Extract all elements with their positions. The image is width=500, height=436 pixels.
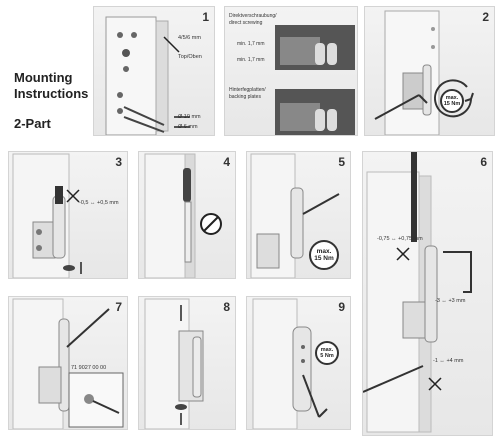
- min-label-1: min. 1,7 mm: [237, 41, 265, 47]
- frame-part-screw-illustration: [250, 153, 340, 278]
- torque-line2: 15 Nm: [314, 255, 334, 262]
- step-number: 4: [223, 155, 230, 169]
- adjust-range-1: -0,75 ↔ +0,75 mm: [377, 236, 423, 242]
- title-line2: Instructions: [14, 86, 89, 101]
- torque-line1: max.: [316, 248, 332, 255]
- panel-step-6: 6 -0,75 ↔ +0,75 mm -3 ↔ +3 mm -1 ↔ +4 mm: [362, 151, 493, 436]
- step-number: 7: [115, 300, 122, 314]
- panel-step-4: 4: [138, 151, 236, 279]
- torque-line2: 15 Nm: [443, 101, 461, 107]
- instructions-title: Mounting Instructions 2-Part: [14, 70, 94, 132]
- dims-label: 4/5/6 mm: [178, 35, 201, 41]
- torque-badge: max. 15 Nm: [440, 89, 464, 113]
- step-number: 8: [223, 300, 230, 314]
- backing-label: Hinterfegplatten/: [229, 87, 266, 93]
- backing-label-en: backing plates: [229, 94, 261, 100]
- height-adjust-illustration: [12, 153, 82, 278]
- torque-line1: max.: [320, 347, 334, 353]
- torque-line1: max.: [445, 95, 459, 101]
- screwing-detail-illustration: [275, 25, 355, 135]
- torque-badge: max. 15 Nm: [309, 240, 339, 270]
- direct-label-en: direct screwing: [229, 20, 263, 26]
- title-subtitle: 2-Part: [14, 116, 51, 131]
- step-number: 2: [482, 10, 489, 24]
- panel-step-3: 3 -0,5 ↔ +0,5 mm: [8, 151, 128, 279]
- step-number: 9: [338, 300, 345, 314]
- panel-step-2: 2 max. 15 Nm: [364, 6, 495, 136]
- pin-insert-illustration: [144, 153, 222, 278]
- panel-step-5: 5 max. 15 Nm: [246, 151, 351, 279]
- step-number: 6: [480, 155, 487, 169]
- part-number-label: 71 9027 00 00: [71, 365, 107, 371]
- d6-label: Ø 6 mm: [178, 124, 198, 130]
- panel-step-8: 8: [138, 296, 236, 430]
- sash-adjust-illustration: [363, 152, 472, 433]
- hinge-pin-cap-illustration: [144, 298, 204, 429]
- top-label: Top/Oben: [178, 54, 202, 60]
- panel-step-9: 9 max. 5 Nm: [246, 296, 351, 430]
- direct-label: Direktverschraubung/: [229, 13, 277, 19]
- step-number: 5: [338, 155, 345, 169]
- adjust-range-3: -1 ↔ +4 mm: [433, 358, 464, 364]
- torque-line2: 5 Nm: [320, 353, 334, 359]
- adjust-range-2: -3 ↔ +3 mm: [435, 298, 466, 304]
- panel-screwing-options: Direktverschraubung/ direct screwing min…: [224, 6, 358, 136]
- cover-cap-illustration: [12, 298, 124, 429]
- title-line1: Mounting: [14, 70, 73, 85]
- panel-step-1: 1 4/5/6 mm Top/Oben Ø 10 mm Ø 6 mm: [93, 6, 215, 136]
- mounting-screw-illustration: [374, 10, 474, 135]
- adjust-range-label: -0,5 ↔ +0,5 mm: [79, 200, 119, 206]
- final-screw-illustration: [252, 298, 328, 429]
- min-label-2: min. 1,7 mm: [237, 57, 265, 63]
- screwdriver-icon: [411, 152, 417, 242]
- hinge-frame-drilling-illustration: [105, 16, 190, 135]
- torque-badge: max. 5 Nm: [315, 341, 339, 365]
- step-number: 1: [202, 10, 209, 24]
- panel-step-7: 7 71 9027 00 00: [8, 296, 128, 430]
- d10-label: Ø 10 mm: [178, 114, 201, 120]
- step-number: 3: [115, 155, 122, 169]
